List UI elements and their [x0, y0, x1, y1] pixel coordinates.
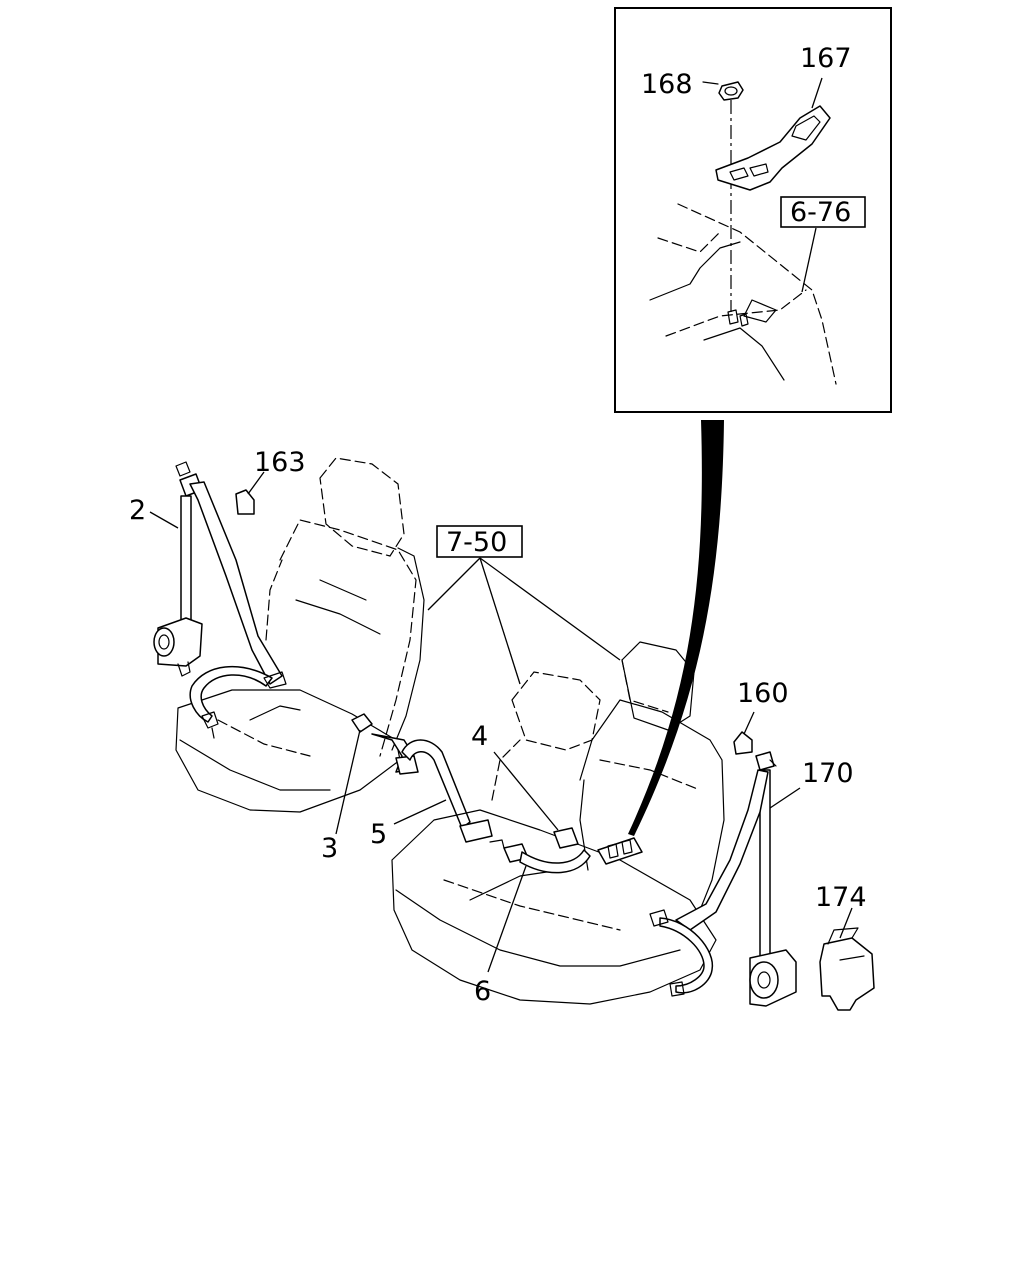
rear-outer-belt — [649, 751, 801, 1007]
body-panel — [649, 203, 837, 385]
label-168: 168 — [641, 69, 693, 100]
center-lap-belt — [393, 739, 505, 849]
rear-center-buckle — [493, 751, 579, 849]
label-5: 5 — [370, 819, 387, 850]
ref-label-6-76: 6-76 — [790, 197, 851, 228]
nut-168 — [702, 81, 744, 101]
inset-detail: 168 167 6-76 — [614, 7, 892, 413]
ref-7-50: 7-50 — [427, 525, 621, 685]
label-167: 167 — [800, 43, 852, 74]
rear-center-strap — [487, 843, 591, 973]
rear-seat — [391, 641, 725, 1005]
label-4: 4 — [471, 721, 488, 752]
front-buckle — [335, 713, 419, 835]
label-170: 170 — [802, 758, 854, 789]
front-belt-assembly — [149, 461, 287, 739]
label-6: 6 — [474, 976, 491, 1007]
ref-label-7-50: 7-50 — [446, 527, 507, 558]
label-174: 174 — [815, 882, 867, 913]
front-seat — [175, 457, 425, 813]
clip-163 — [235, 471, 265, 515]
bracket-167 — [715, 77, 831, 191]
ref-box-7-50 — [436, 525, 523, 558]
clip-160 — [733, 711, 755, 755]
label-163: 163 — [254, 447, 306, 478]
ref-box-6-76 — [780, 196, 866, 228]
cover-174 — [819, 907, 875, 1011]
label-2: 2 — [129, 495, 146, 526]
label-3: 3 — [321, 833, 338, 864]
detail-pointer — [628, 420, 724, 836]
label-160: 160 — [737, 678, 789, 709]
